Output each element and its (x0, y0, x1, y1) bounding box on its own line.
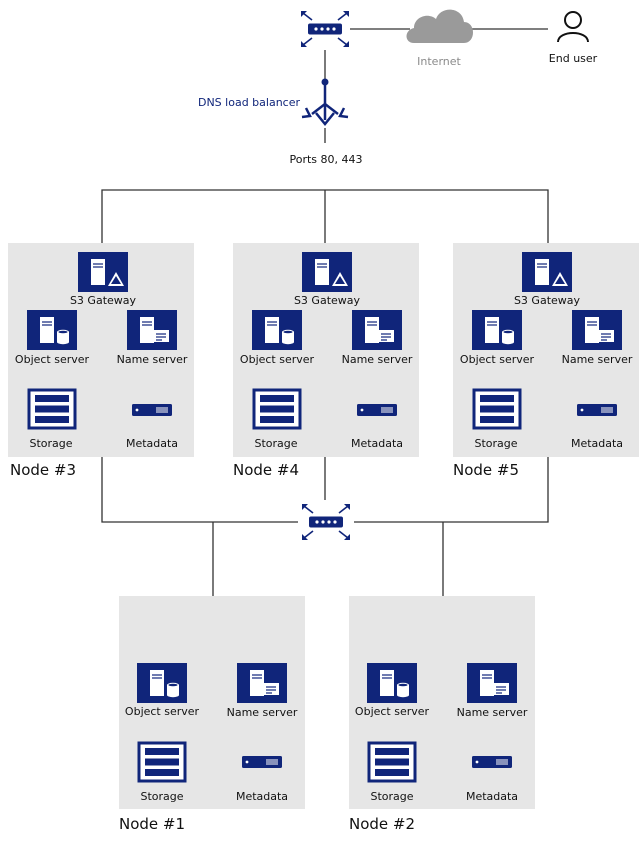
name-server-icon (351, 309, 403, 351)
end-user-label: End user (549, 52, 598, 65)
name-server-icon (126, 309, 178, 351)
node-title: Node #5 (453, 461, 519, 479)
storage-label: Storage (140, 790, 183, 803)
node-title: Node #2 (349, 815, 415, 833)
name-server-icon (236, 662, 288, 704)
object-server-label: Object server (355, 705, 430, 718)
name-server-icon (571, 309, 623, 351)
node-box: S3 Gateway Object server Name server Sto… (8, 243, 194, 457)
gateway-icon (77, 251, 129, 293)
object-server-label: Object server (125, 705, 200, 718)
top-wires (101, 28, 549, 243)
name-server-label: Name server (457, 706, 528, 719)
object-server-icon (471, 309, 523, 351)
gateway-icon (521, 251, 573, 293)
name-server-icon (466, 662, 518, 704)
gateway-label: S3 Gateway (294, 294, 361, 307)
metadata-icon (471, 755, 513, 769)
storage-label: Storage (254, 437, 297, 450)
name-server-label: Name server (342, 353, 413, 366)
storage-label: Storage (370, 790, 413, 803)
node-title: Node #4 (233, 461, 299, 479)
router-icon (300, 10, 350, 48)
object-server-label: Object server (240, 353, 315, 366)
storage-label: Storage (29, 437, 72, 450)
storage-label: Storage (474, 437, 517, 450)
gateway-icon (301, 251, 353, 293)
metadata-icon (241, 755, 283, 769)
gateway-label: S3 Gateway (514, 294, 581, 307)
storage-icon (27, 388, 77, 430)
storage-icon (472, 388, 522, 430)
storage-icon (252, 388, 302, 430)
storage-icon (137, 741, 187, 783)
object-server-icon (26, 309, 78, 351)
metadata-label: Metadata (126, 437, 178, 450)
ports-label: Ports 80, 443 (289, 153, 362, 166)
metadata-label: Metadata (466, 790, 518, 803)
node-box: S3 Gateway Object server Name server Sto… (233, 243, 419, 457)
object-server-label: Object server (15, 353, 90, 366)
object-server-label: Object server (460, 353, 535, 366)
node-box: S3 Gateway Object server Name server Sto… (453, 243, 639, 457)
object-server-icon (366, 662, 418, 704)
metadata-icon (131, 403, 173, 417)
node-title: Node #3 (10, 461, 76, 479)
metadata-icon (576, 403, 618, 417)
dns-label: DNS load balancer (198, 96, 300, 109)
cloud-icon (406, 9, 473, 44)
internet-label: Internet (417, 55, 461, 68)
name-server-label: Name server (227, 706, 298, 719)
name-server-label: Name server (117, 353, 188, 366)
user-icon (557, 11, 589, 43)
metadata-label: Metadata (571, 437, 623, 450)
storage-icon (367, 741, 417, 783)
node-box: Object server Name server Storage Metada… (349, 596, 535, 809)
object-server-icon (251, 309, 303, 351)
name-server-label: Name server (562, 353, 633, 366)
node-box: Object server Name server Storage Metada… (119, 596, 305, 809)
metadata-icon (356, 403, 398, 417)
router-icon (298, 500, 354, 544)
metadata-label: Metadata (236, 790, 288, 803)
object-server-icon (136, 662, 188, 704)
metadata-label: Metadata (351, 437, 403, 450)
gateway-label: S3 Gateway (70, 294, 137, 307)
node-title: Node #1 (119, 815, 185, 833)
load-balancer-icon (301, 78, 349, 126)
